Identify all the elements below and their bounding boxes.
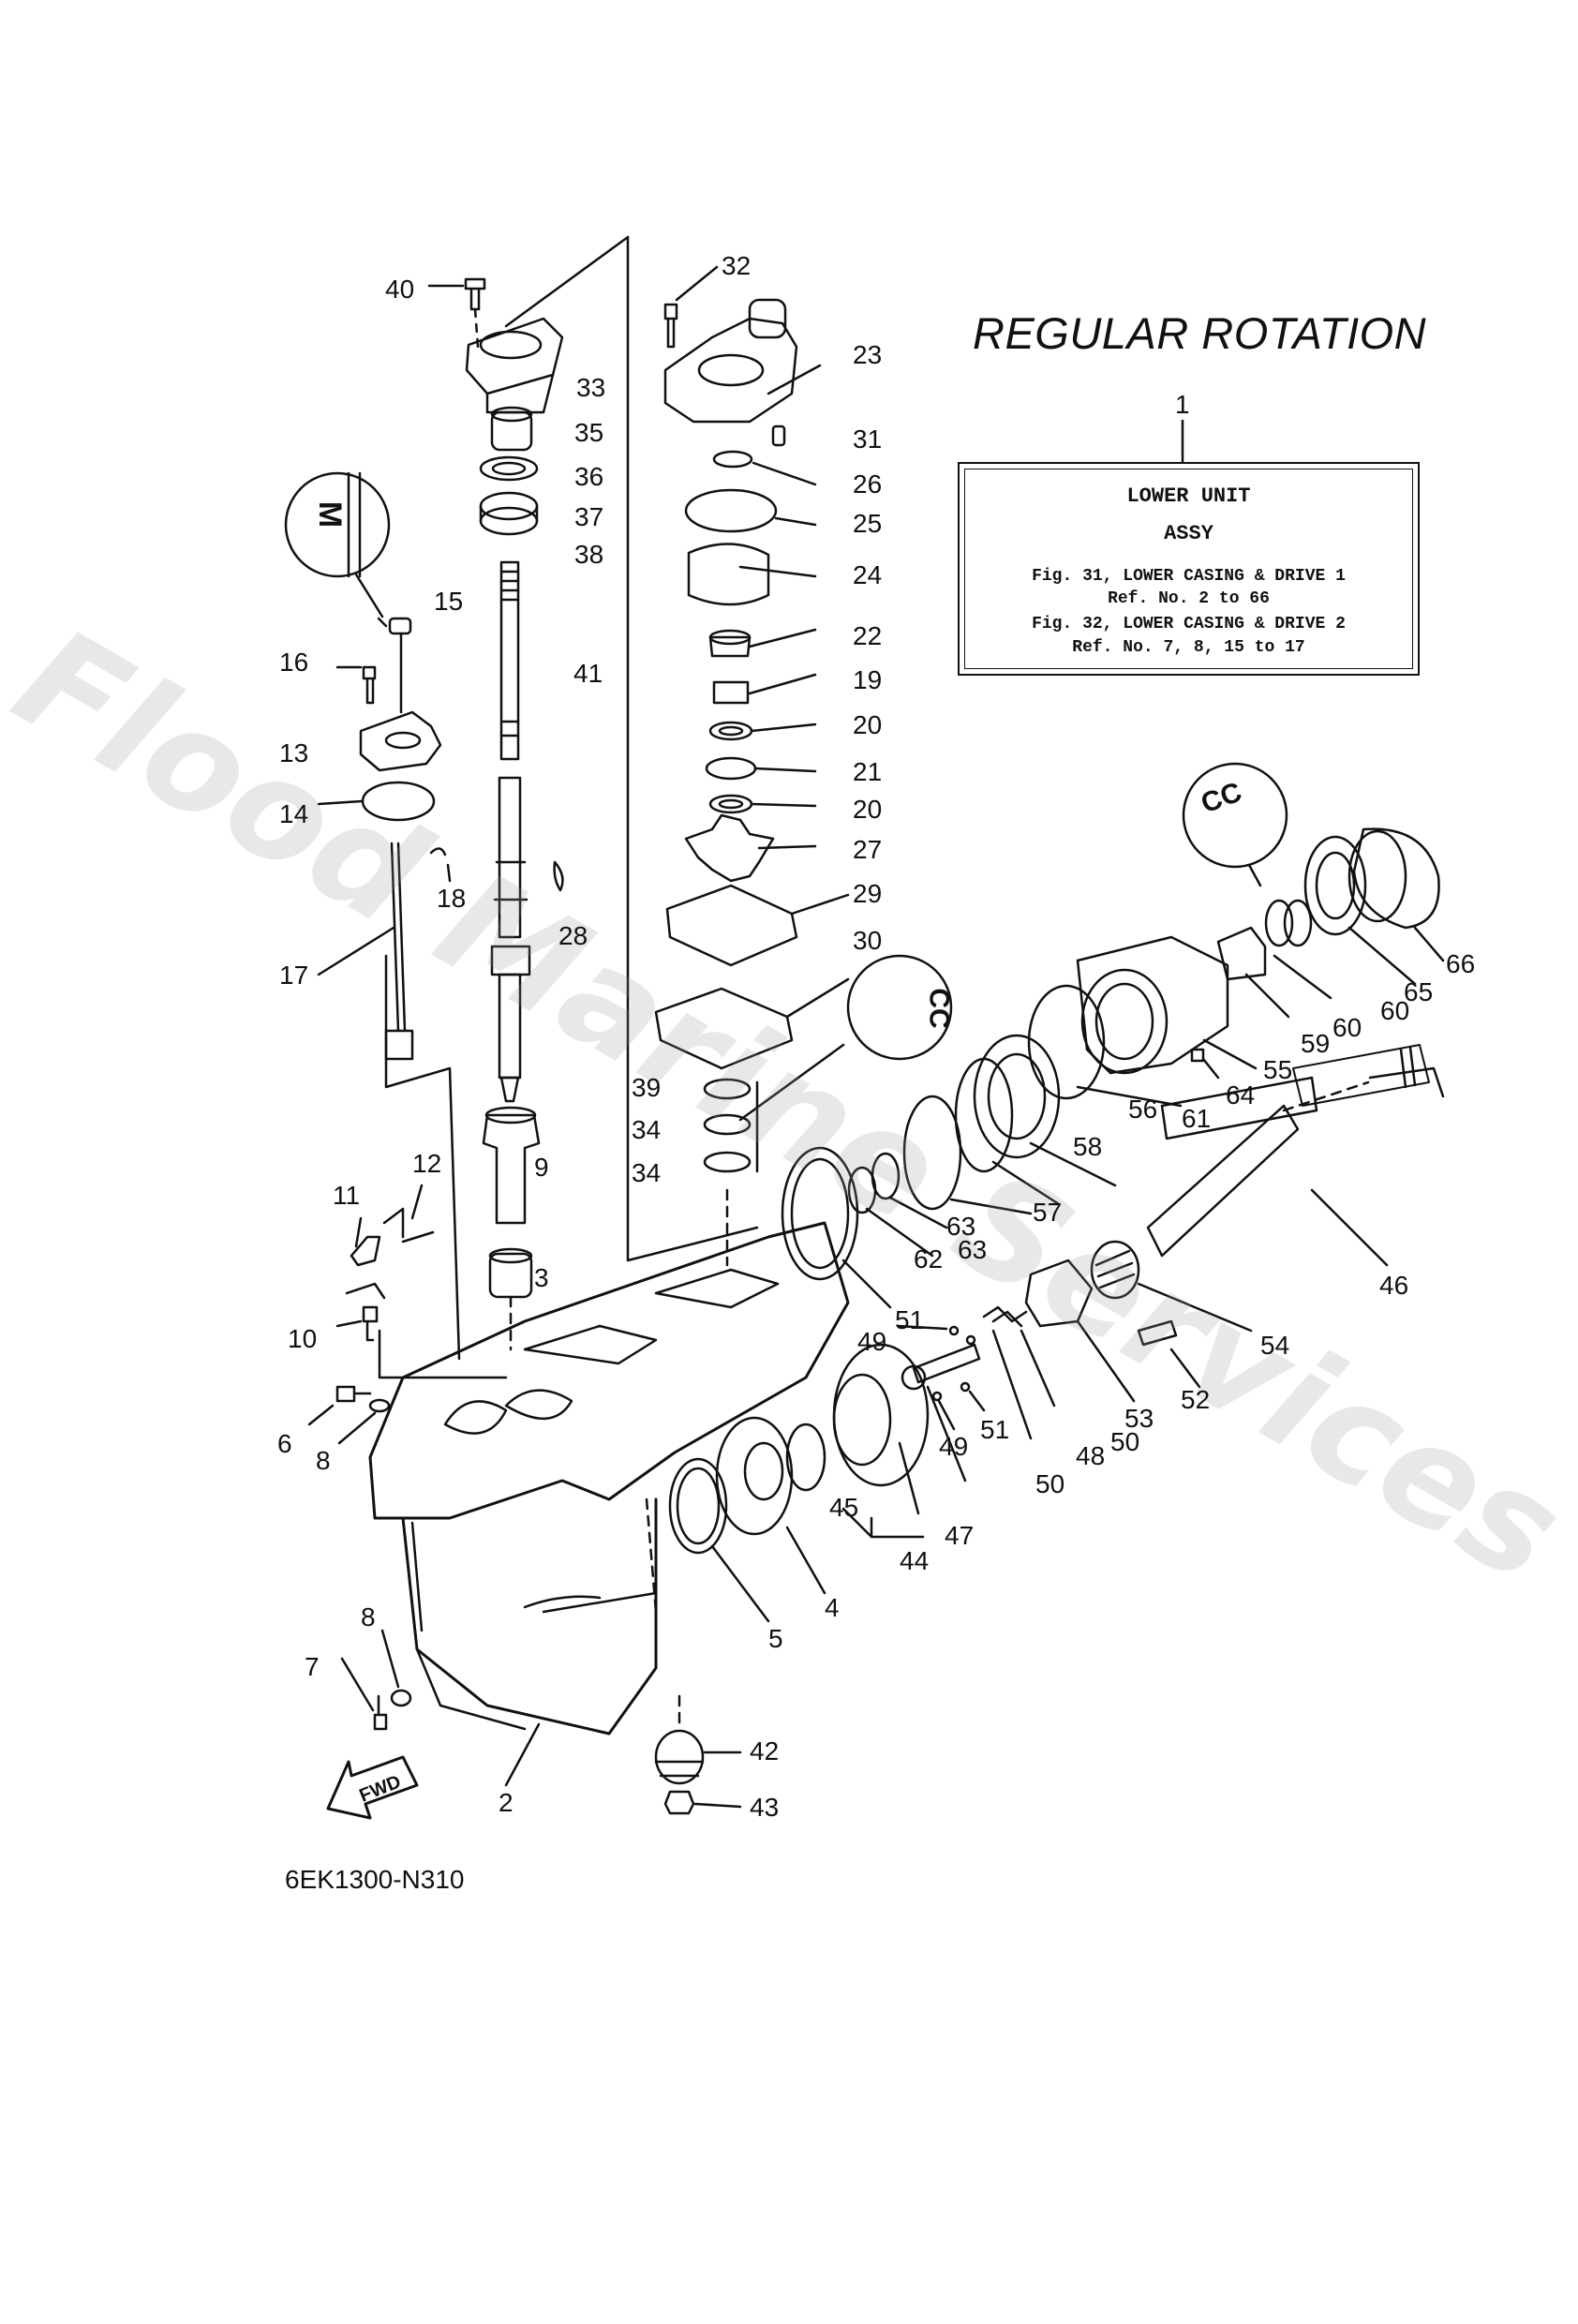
part-callout: 30 [853, 926, 883, 955]
part-callout: 55 [1263, 1055, 1293, 1084]
info-line-5: Fig. 32, LOWER CASING & DRIVE 2 [1032, 615, 1346, 633]
part-callout: 63 [958, 1235, 988, 1264]
part-callout: 61 [1182, 1104, 1212, 1133]
part-callout: 20 [853, 795, 883, 824]
drawing-code: 6EK1300-N310 [285, 1865, 465, 1894]
part-callout: 14 [279, 799, 309, 828]
part-callout: 63 [946, 1212, 976, 1241]
part-callout: 37 [574, 502, 604, 531]
part-callout: 22 [853, 621, 883, 650]
part-callout: 35 [574, 418, 604, 447]
info-box-inner: LOWER UNIT ASSY Fig. 31, LOWER CASING & … [964, 469, 1413, 669]
part-callout: 48 [1076, 1441, 1106, 1470]
part-callout: 12 [412, 1149, 442, 1178]
callout-1: 1 [1175, 390, 1190, 419]
part-callout: 24 [853, 560, 883, 589]
part-callout: 18 [437, 884, 467, 913]
part-callout: 39 [632, 1073, 662, 1102]
part-callout: 20 [853, 710, 883, 739]
part-callout: 47 [945, 1521, 975, 1550]
part-callout: 44 [900, 1546, 930, 1575]
part-callout: 49 [857, 1327, 887, 1356]
part-callout: 19 [853, 665, 883, 694]
part-callout: 31 [853, 425, 883, 454]
info-line-1: LOWER UNIT [1126, 484, 1251, 508]
part-callout: 43 [750, 1793, 780, 1822]
part-callout: 57 [1033, 1198, 1063, 1227]
part-callout: 8 [361, 1602, 376, 1631]
part-callout: 50 [1035, 1469, 1065, 1498]
part-callout: 29 [853, 879, 883, 908]
part-callout: 54 [1260, 1331, 1290, 1360]
sealant-mark-cc-right: CC [923, 988, 955, 1029]
part-callout: 49 [939, 1432, 969, 1461]
part-callout: 36 [574, 462, 604, 491]
part-callout: 50 [1110, 1427, 1140, 1456]
part-callout: 41 [573, 659, 603, 688]
part-callout: 33 [576, 373, 606, 402]
part-callout: 27 [853, 835, 883, 864]
part-callout: 9 [534, 1153, 549, 1182]
part-callout: 45 [829, 1493, 859, 1522]
part-callout: 51 [895, 1305, 925, 1334]
part-callout: 60 [1380, 996, 1410, 1025]
diagram-title: REGULAR ROTATION [973, 308, 1427, 358]
part-callout: 51 [980, 1415, 1010, 1444]
part-callout: 40 [385, 275, 415, 304]
part-callout: 66 [1446, 949, 1476, 978]
part-callout: 34 [632, 1115, 662, 1144]
part-callout: 46 [1379, 1271, 1409, 1300]
part-callout: 23 [853, 340, 883, 369]
info-line-2: ASSY [1164, 522, 1213, 545]
part-callout: 3 [534, 1263, 549, 1292]
part-callout: 65 [1404, 977, 1434, 1006]
sealant-mark: M [312, 500, 349, 529]
part-callout: 6 [277, 1429, 292, 1458]
part-callout: 56 [1128, 1095, 1158, 1124]
part-callout: 10 [288, 1324, 318, 1353]
part-callout: 15 [434, 587, 464, 616]
info-line-6: Ref. No. 7, 8, 15 to 17 [1072, 638, 1305, 657]
part-callout: 53 [1124, 1404, 1154, 1433]
part-callout: 58 [1073, 1132, 1103, 1161]
info-box: LOWER UNIT ASSY Fig. 31, LOWER CASING & … [958, 462, 1420, 676]
part-callout: 26 [853, 469, 883, 499]
part-callout: 32 [722, 251, 752, 280]
part-callout: 52 [1181, 1385, 1211, 1414]
part-callout: 60 [1332, 1013, 1362, 1042]
info-line-4: Ref. No. 2 to 66 [1108, 589, 1270, 608]
part-callout: 42 [750, 1736, 780, 1765]
part-callout: 8 [316, 1446, 331, 1475]
info-line-3: Fig. 31, LOWER CASING & DRIVE 1 [1032, 567, 1346, 586]
part-callout: 59 [1301, 1029, 1331, 1058]
part-callout: 34 [632, 1158, 662, 1187]
part-callout: 4 [825, 1593, 840, 1622]
part-callout: 5 [768, 1624, 783, 1653]
part-callout: 21 [853, 757, 883, 786]
part-callout: 62 [914, 1244, 944, 1274]
part-callout: 11 [333, 1181, 361, 1210]
part-callout: 38 [574, 540, 604, 569]
part-callout: 13 [279, 738, 309, 767]
part-callout: 16 [279, 648, 309, 677]
part-callout: 17 [279, 961, 309, 990]
part-callout: 28 [558, 921, 588, 950]
part-callout: 64 [1226, 1080, 1256, 1110]
part-callout: 7 [305, 1652, 320, 1681]
part-callout: 25 [853, 509, 883, 538]
part-callout: 2 [499, 1788, 514, 1817]
